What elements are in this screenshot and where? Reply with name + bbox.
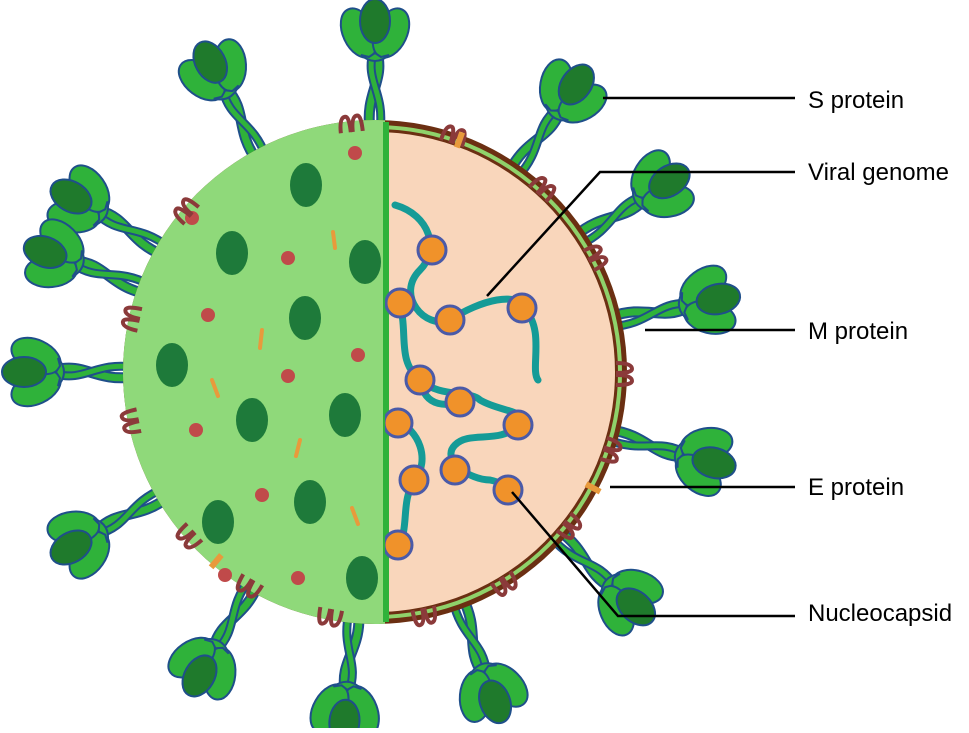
cut-face-oval	[294, 480, 326, 524]
cut-face-oval	[349, 240, 381, 284]
nucleocapsid-protein	[400, 466, 428, 494]
spike-head-lobe-dark	[360, 0, 390, 43]
nucleocapsid-protein	[436, 306, 464, 334]
nucleocapsid-protein	[406, 366, 434, 394]
cut-face-dot	[189, 423, 203, 437]
nucleocapsid-protein	[504, 411, 532, 439]
label-m-protein: M protein	[808, 320, 908, 344]
cut-face-dot	[255, 488, 269, 502]
cut-face-oval	[290, 163, 322, 207]
spike-protein	[2, 331, 133, 414]
spike-head-lobe-dark	[2, 357, 46, 387]
label-e-protein: E protein	[808, 476, 904, 500]
spike-protein	[301, 609, 395, 728]
cut-face-oval	[216, 231, 248, 275]
cut-face-oval	[329, 393, 361, 437]
cut-face-dot	[201, 308, 215, 322]
spike-protein	[334, 0, 417, 130]
cut-face-dash	[260, 330, 262, 348]
nucleocapsid-protein	[441, 456, 469, 484]
cut-face-dot	[281, 251, 295, 265]
nucleocapsid-protein	[446, 388, 474, 416]
cut-face-dot	[281, 369, 295, 383]
label-viral-genome: Viral genome	[808, 161, 949, 185]
cut-face-oval	[346, 556, 378, 600]
cut-face-oval	[202, 500, 234, 544]
label-nucleocapsid: Nucleocapsid	[808, 602, 952, 626]
label-s-protein: S protein	[808, 89, 904, 113]
nucleocapsid-protein	[384, 409, 412, 437]
cut-face-dot	[351, 348, 365, 362]
cut-face-dash	[333, 232, 335, 248]
cut-face-oval	[236, 398, 268, 442]
cut-face-dot	[291, 571, 305, 585]
cut-face-dot	[348, 146, 362, 160]
nucleocapsid-protein	[384, 531, 412, 559]
nucleocapsid-protein	[418, 236, 446, 264]
cut-face-dot	[218, 568, 232, 582]
cut-face-oval	[289, 296, 321, 340]
nucleocapsid-protein	[386, 289, 414, 317]
cut-face-oval	[156, 343, 188, 387]
nucleocapsid-protein	[508, 294, 536, 322]
